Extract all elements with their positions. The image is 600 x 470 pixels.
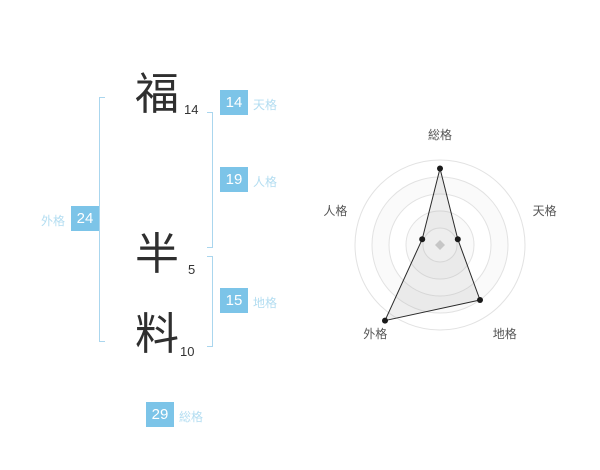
jinkaku-bracket	[207, 112, 213, 248]
radar-axis-label: 総格	[428, 127, 452, 142]
gaikaku-label: 外格	[41, 214, 66, 228]
radar-axis-label: 外格	[363, 326, 387, 341]
soukaku-value-box: 29	[146, 402, 174, 427]
radar-axis-label: 人格	[323, 203, 347, 218]
radar-center-diamond-icon	[435, 240, 445, 250]
jinkaku-label: 人格	[253, 175, 278, 189]
radar-data-point	[419, 236, 426, 243]
chikaku-label: 地格	[253, 296, 278, 310]
radar-polygon	[384, 168, 481, 322]
chikaku-value-box: 15	[220, 288, 248, 313]
tenkaku-value-box: 14	[220, 90, 248, 115]
radar-axis-label: 天格	[533, 203, 557, 218]
radar-chart: 総格天格地格 外格 人格	[300, 107, 600, 397]
chikaku-bracket	[207, 256, 213, 347]
gaikaku-bracket	[99, 97, 105, 342]
kanji-char-1: 福	[135, 70, 179, 119]
kanji-char-2: 半	[135, 230, 179, 279]
stroke-count-1: 14	[184, 102, 199, 117]
jinkaku-value-box: 19	[220, 167, 248, 192]
gaikaku-value-box: 24	[71, 206, 99, 231]
radar-axis-label: 地格	[493, 326, 517, 341]
kanji-char-3: 料	[135, 310, 179, 359]
tenkaku-label: 天格	[253, 98, 278, 112]
radar-data-point	[454, 236, 461, 243]
stroke-count-2: 5	[188, 262, 196, 277]
radar-data-point	[382, 317, 388, 324]
radar-data-point	[477, 297, 483, 303]
soukaku-label: 総格	[179, 410, 204, 424]
stroke-count-3: 10	[180, 344, 195, 359]
radar-data-point	[437, 165, 443, 172]
